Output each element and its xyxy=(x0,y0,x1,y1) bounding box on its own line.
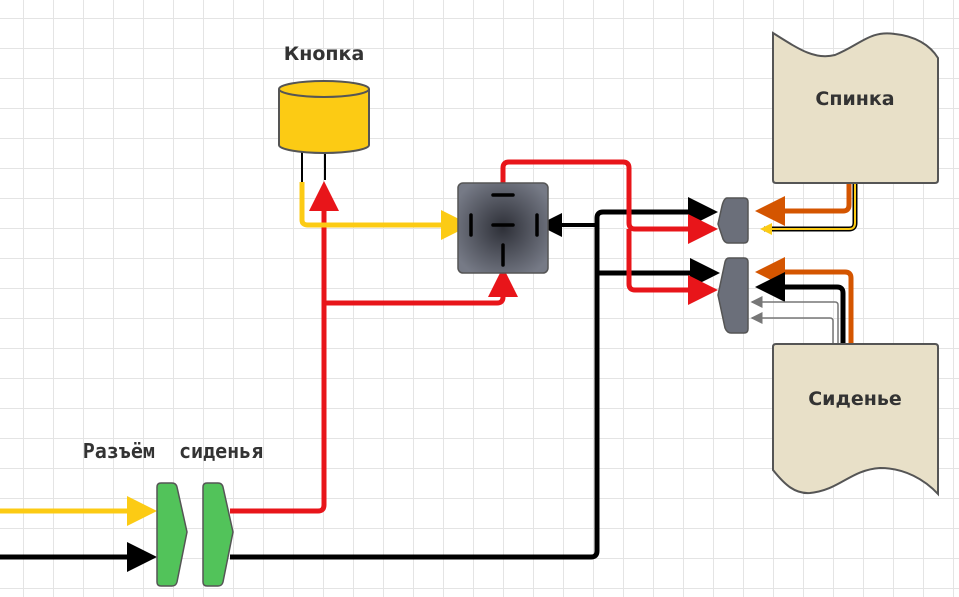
wire-yellow-to-relay xyxy=(299,182,471,240)
seat-connector-male[interactable] xyxy=(156,482,188,587)
wire-black-yellow-backrest xyxy=(760,183,856,235)
seat-label: Сиденье xyxy=(808,388,902,410)
backrest-label: Спинка xyxy=(815,88,894,110)
seat-connector-label: Разъём сиденья xyxy=(83,439,264,463)
seat-component[interactable] xyxy=(772,343,939,497)
button-cylinder-top xyxy=(278,80,370,98)
wire-black-yellow-backrest-outer xyxy=(764,183,858,232)
relay-component[interactable] xyxy=(457,182,549,274)
wire-black-main xyxy=(230,197,718,560)
backrest-connector[interactable] xyxy=(717,197,749,244)
seat-connector-female[interactable] xyxy=(202,482,234,587)
wire-orange-seat xyxy=(755,257,854,343)
button-cylinder-body xyxy=(278,89,370,154)
button-label: Кнопка xyxy=(284,43,365,65)
wire-red-to-button xyxy=(230,181,339,514)
wire-gray-seat-1 xyxy=(750,296,839,343)
wire-red-to-relay xyxy=(324,267,518,306)
backrest-component[interactable] xyxy=(772,31,939,184)
seat-shape xyxy=(772,343,939,497)
wire-orange-backrest xyxy=(755,183,852,226)
wire-red-to-seat-plug xyxy=(626,229,718,305)
relay-body xyxy=(457,182,549,274)
wire-red-relay-top xyxy=(500,159,718,244)
wire-gray-seat-2 xyxy=(750,312,834,343)
backrest-shape xyxy=(772,31,939,184)
seat-plug-connector[interactable] xyxy=(717,257,749,334)
button-component[interactable] xyxy=(278,80,370,154)
wire-black-seat xyxy=(755,272,846,343)
